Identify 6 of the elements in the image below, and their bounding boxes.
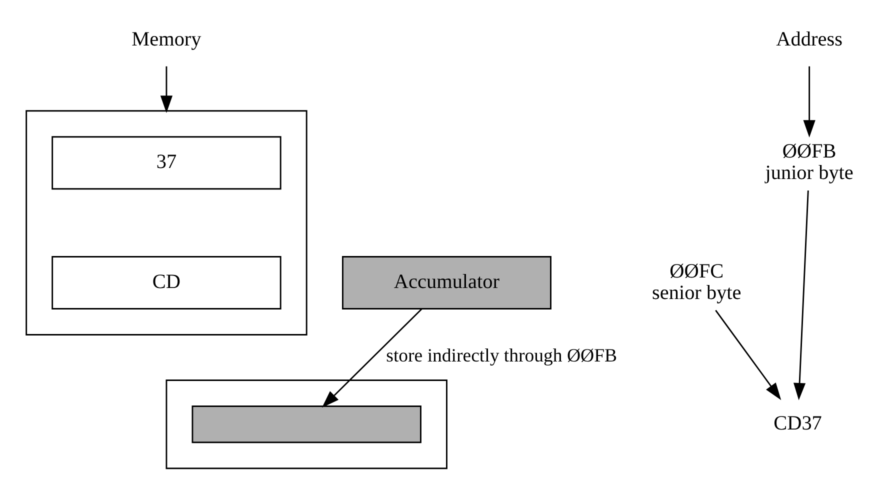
node-text: Memory: [131, 28, 201, 50]
node-text: ØØFC senior byte: [652, 260, 741, 304]
node-text: ØØFB junior byte: [764, 140, 853, 184]
node-text: Address: [776, 28, 842, 50]
node-text: CD37: [773, 412, 822, 435]
edge-label: store indirectly through ØØFB: [386, 345, 617, 366]
